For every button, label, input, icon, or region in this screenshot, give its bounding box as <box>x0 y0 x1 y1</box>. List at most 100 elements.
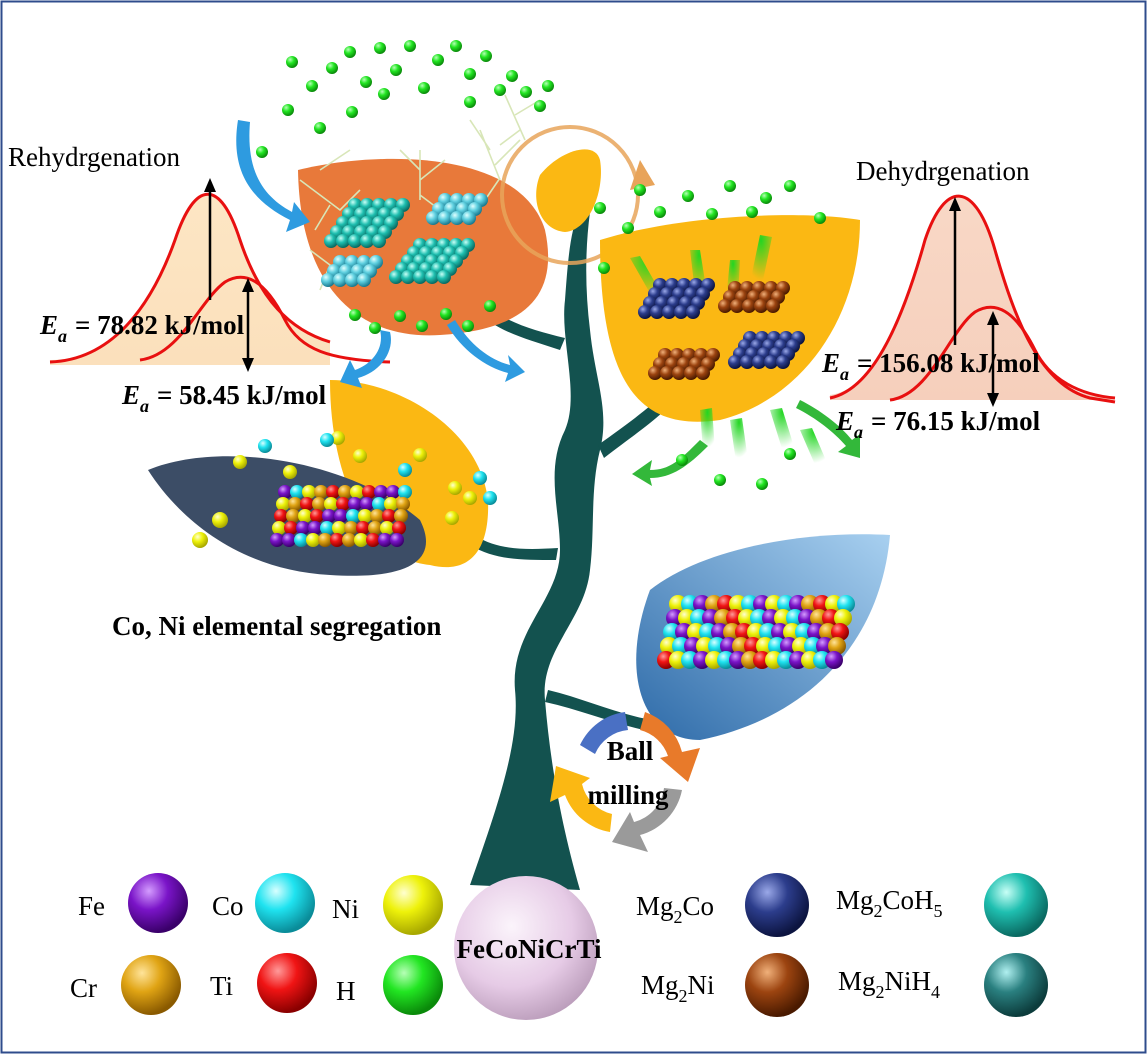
high-entropy-alloy-cluster <box>657 595 855 669</box>
atom <box>368 521 382 535</box>
atom <box>284 521 298 535</box>
atom <box>348 497 362 511</box>
atom <box>320 433 334 447</box>
atom <box>308 521 322 535</box>
atom <box>331 431 345 445</box>
atom <box>258 439 272 453</box>
atom <box>278 485 292 499</box>
atom <box>272 521 286 535</box>
atom <box>662 305 676 319</box>
atom <box>392 521 406 535</box>
ea-dehyd-high-value: = 156.08 kJ/mol <box>857 348 1040 378</box>
ea-subscript: a <box>140 396 149 416</box>
atom <box>314 485 328 499</box>
legend-co-label: Co <box>212 891 244 921</box>
legend-ni-sphere <box>383 875 443 935</box>
atom <box>318 533 332 547</box>
legend-cr-label: Cr <box>70 973 97 1003</box>
atom <box>306 533 320 547</box>
ea-symbol: E <box>835 406 854 436</box>
atom <box>672 366 686 380</box>
atom <box>312 497 326 511</box>
legend-mg2nih4-sphere <box>984 953 1048 1017</box>
atom <box>370 509 384 523</box>
atom <box>384 497 398 511</box>
ea-dehyd-low-value: = 76.15 kJ/mol <box>871 406 1041 436</box>
hydride-clusters <box>321 193 488 287</box>
atom <box>766 299 780 313</box>
atom <box>350 485 364 499</box>
atom <box>390 533 404 547</box>
atom <box>321 273 335 287</box>
atom <box>233 455 247 469</box>
atom <box>463 491 477 505</box>
atom <box>396 497 410 511</box>
atom <box>686 305 700 319</box>
legend-mg2ni-sphere <box>745 953 809 1017</box>
ea-rehyd-high-value: = 78.82 kJ/mol <box>75 310 245 340</box>
legend-h-label: H <box>336 976 356 1006</box>
atom <box>357 273 371 287</box>
atom <box>282 533 296 547</box>
atom <box>298 509 312 523</box>
atom <box>333 273 347 287</box>
legend-mg2nih4-label: Mg2NiH4 <box>838 966 940 1002</box>
atom <box>360 234 374 248</box>
legend-mg2co-label: Mg2Co <box>636 891 714 927</box>
ea-subscript: a <box>58 326 67 346</box>
atom <box>398 463 412 477</box>
atom <box>330 533 344 547</box>
atom <box>372 234 386 248</box>
atom <box>638 305 652 319</box>
atom <box>776 355 790 369</box>
ea-symbol: E <box>39 310 58 340</box>
atom <box>336 234 350 248</box>
atom <box>754 299 768 313</box>
atom <box>372 497 386 511</box>
atom <box>483 491 497 505</box>
legend-co-sphere <box>255 873 315 933</box>
atom <box>473 471 487 485</box>
atom <box>450 211 464 225</box>
atom <box>354 533 368 547</box>
atom <box>322 509 336 523</box>
ea-dehyd-high: Ea= 156.08 kJ/mol <box>821 348 1040 384</box>
atom <box>438 211 452 225</box>
atom <box>296 521 310 535</box>
mg2-alloy-clusters <box>638 278 805 380</box>
atom <box>742 299 756 313</box>
atom <box>718 299 732 313</box>
atom <box>437 270 451 284</box>
atom <box>212 512 228 528</box>
dehydrogenation-energy-profile <box>829 194 1116 407</box>
hydrogen-atoms <box>256 40 826 490</box>
alloy-sphere <box>454 876 598 1020</box>
segregation-label: Co, Ni elemental segregation <box>112 611 441 641</box>
atom <box>413 270 427 284</box>
dehydrogenation-leaf <box>600 215 860 422</box>
atom <box>831 623 849 641</box>
ea-rehyd-low-value: = 58.45 kJ/mol <box>157 380 327 410</box>
atom <box>426 211 440 225</box>
alloy-label: FeCoNiCrTi <box>457 934 602 964</box>
atom <box>413 448 427 462</box>
legend-h-sphere <box>383 955 443 1015</box>
blue-flow-arrows <box>236 120 525 388</box>
atom <box>348 234 362 248</box>
atom <box>360 497 374 511</box>
atom <box>346 509 360 523</box>
legend-cr-sphere <box>121 955 181 1015</box>
ball-milling-cycle-icon <box>550 712 700 852</box>
atom <box>362 485 376 499</box>
atom <box>310 509 324 523</box>
atom <box>324 234 338 248</box>
atom <box>401 270 415 284</box>
atom <box>764 355 778 369</box>
legend-spheres <box>121 873 1048 1017</box>
rehydrogenation-energy-profile <box>49 178 391 372</box>
legend-mg2coh5-sphere <box>984 873 1048 937</box>
atom <box>288 497 302 511</box>
atom <box>345 273 359 287</box>
atom <box>740 355 754 369</box>
atom <box>834 609 852 627</box>
